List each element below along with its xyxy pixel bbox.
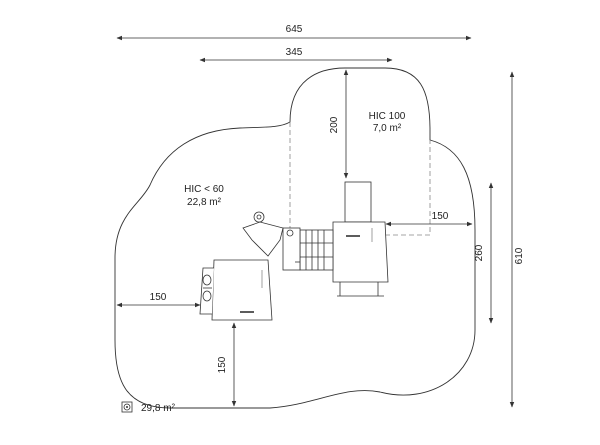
safety-surface-icon (121, 401, 133, 413)
left-clearance-label: 150 (150, 292, 167, 303)
side-height-label: 260 (474, 244, 485, 261)
right-clearance-label: 150 (432, 211, 449, 222)
legend-area-label: 29,8 m² (141, 403, 176, 414)
side-climber (199, 267, 214, 315)
upper-height-label: 200 (329, 116, 340, 133)
connector-platform (282, 227, 301, 271)
lower-zone-area: 22,8 m² (187, 197, 222, 208)
rope-bridge (299, 229, 334, 271)
legend: 29,8 m² (121, 401, 176, 414)
overall-height-label: 610 (514, 247, 525, 264)
left-tower (211, 259, 273, 321)
slide (344, 181, 372, 223)
safety-zone-outline (114, 67, 476, 409)
inner-width-label: 345 (286, 47, 303, 58)
diagonal-ramp (242, 211, 284, 257)
upper-zone-area: 7,0 m² (373, 123, 402, 134)
lower-zone-title: HIC < 60 (184, 184, 224, 195)
upper-zone-title: HIC 100 (369, 111, 406, 122)
right-tower (332, 221, 389, 297)
bottom-clearance-label: 150 (217, 356, 228, 373)
overall-width-label: 645 (286, 24, 303, 35)
